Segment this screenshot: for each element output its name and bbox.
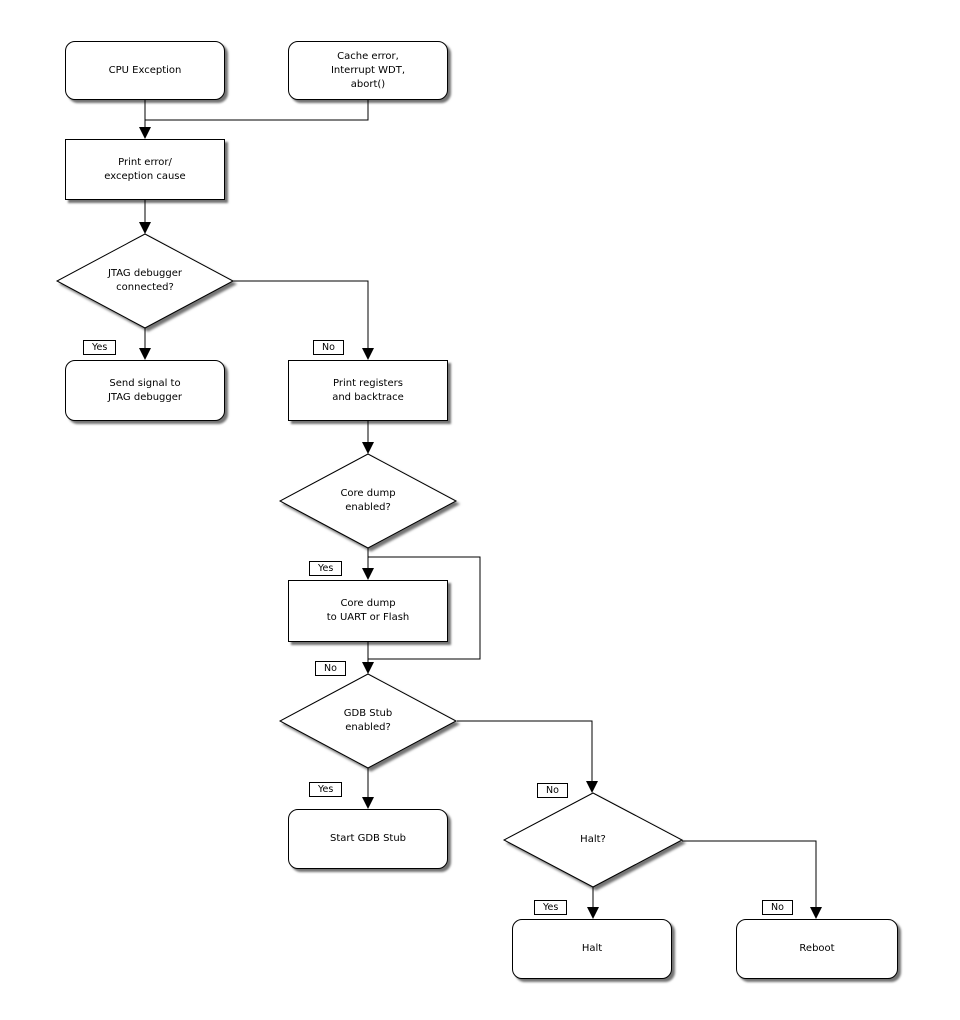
node-start-gdb-stub-label: Start GDB Stub (329, 833, 407, 844)
arrow-into-coredump-diamond (362, 442, 374, 454)
node-start-gdb-stub: Start GDB Stub (288, 809, 448, 869)
decision-gdb-stub-enabled (278, 673, 458, 769)
arrow-into-reboot-box (810, 907, 822, 919)
node-send-signal-label: Send signal to JTAG debugger (107, 377, 183, 403)
decision-core-dump-enabled (278, 453, 458, 549)
node-cpu-exception: CPU Exception (65, 41, 225, 100)
arrow-into-print-registers (362, 348, 374, 360)
node-cache-error: Cache error, Interrupt WDT, abort() (288, 41, 448, 100)
node-print-error-label: Print error/ exception cause (104, 156, 186, 182)
arrow-into-print-error (139, 127, 151, 139)
connector-jtag-no (233, 280, 369, 349)
connector-halt-no (682, 840, 817, 908)
decision-jtag-connected (55, 233, 235, 329)
decision-halt (502, 792, 684, 888)
node-reboot-label: Reboot (799, 943, 835, 954)
arrow-into-start-gdb (362, 797, 374, 809)
edge-label-core-dump-yes: Yes (309, 561, 343, 576)
node-print-registers-label: Print registers and backtrace (332, 377, 404, 403)
node-core-dump-label: Core dump to UART or Flash (326, 598, 410, 623)
node-halt: Halt (512, 919, 672, 979)
arrow-into-coredump-box (362, 568, 374, 580)
node-print-error: Print error/ exception cause (65, 139, 225, 200)
edge-label-halt-yes: Yes (534, 900, 568, 915)
arrow-into-jtag-diamond (139, 222, 151, 234)
connector-coredump-no-bypass (368, 556, 481, 660)
arrow-into-gdb-diamond (362, 662, 374, 674)
arrow-into-send-signal (139, 348, 151, 360)
edge-label-core-dump-no: No (315, 661, 346, 676)
arrow-into-halt-box (587, 907, 599, 919)
edge-label-gdb-no: No (537, 783, 568, 798)
connector-gdb-no (457, 720, 593, 782)
edge-label-gdb-yes: Yes (309, 782, 343, 797)
connector-cache-to-junction (145, 100, 369, 121)
edge-label-jtag-no: No (313, 340, 344, 355)
arrow-into-halt-diamond (586, 781, 598, 793)
edge-label-halt-no: No (762, 900, 793, 915)
node-core-dump: Core dump to UART or Flash (288, 580, 448, 642)
node-reboot: Reboot (736, 919, 898, 979)
node-halt-label: Halt (581, 943, 603, 954)
node-print-registers: Print registers and backtrace (288, 360, 448, 421)
node-send-signal: Send signal to JTAG debugger (65, 360, 225, 421)
node-cache-error-label: Cache error, Interrupt WDT, abort() (330, 50, 406, 90)
node-cpu-exception-label: CPU Exception (108, 64, 182, 76)
edge-label-jtag-yes: Yes (83, 340, 117, 355)
